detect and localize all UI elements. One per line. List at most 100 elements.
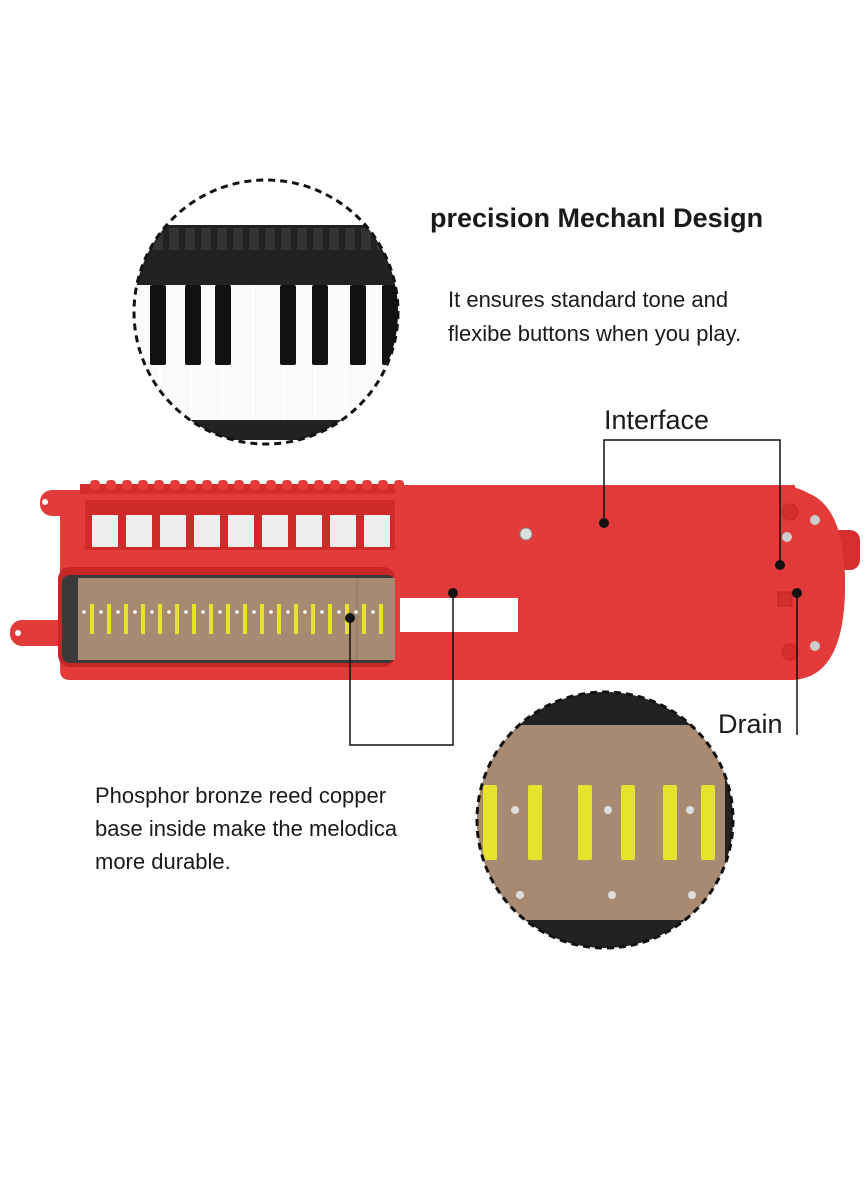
reed [260,604,264,634]
black-key [350,285,366,365]
reed [311,604,315,634]
key-top [297,228,307,250]
rivet [150,610,154,614]
reed [277,604,281,634]
description-line: It ensures standard tone and [448,287,729,312]
comb-tooth [138,480,148,490]
black-key [215,285,231,365]
key-top [313,228,323,250]
key-top [217,228,227,250]
black-key [150,285,166,365]
key-lever [330,515,356,547]
reed-large [663,785,677,860]
comb-tooth [106,480,116,490]
description-line: more durable. [95,849,231,874]
key-top [281,228,291,250]
comb-tooth [266,480,276,490]
black-key [280,285,296,365]
reed [294,604,298,634]
reed [209,604,213,634]
rivet [201,610,205,614]
reed-description: Phosphor bronze reed copper base inside … [95,779,397,878]
key-lever [194,515,220,547]
comb-tooth [234,480,244,490]
rivet [218,610,222,614]
black-key [312,285,328,365]
reed-circle-outline [475,690,735,950]
rivet [354,610,358,614]
keyboard-circle-outline [132,178,400,446]
reed-large [483,785,497,860]
reed [141,604,145,634]
keyboard-description: It ensures standard tone and flexibe but… [448,283,741,351]
rivet [82,610,86,614]
section-title: precision Mechanl Design [430,203,764,233]
comb-tooth [330,480,340,490]
reed-large [528,785,542,860]
comb-tooth [202,480,212,490]
reed-large [701,785,715,860]
key-top [249,228,259,250]
comb-tooth [298,480,308,490]
comb-tooth [218,480,228,490]
key-top [137,228,147,250]
rivet [608,891,616,899]
rivet [516,891,524,899]
comb-tooth [378,480,388,490]
rivet [337,610,341,614]
key-top [345,228,355,250]
white-key [161,285,190,425]
description-line: Phosphor bronze reed copper [95,783,387,808]
reed [175,604,179,634]
rivet [235,610,239,614]
reed [226,604,230,634]
key-lever [92,515,118,547]
key-top [153,228,163,250]
rivet [511,806,519,814]
key-top [329,228,339,250]
key-top [201,228,211,250]
comb-tooth [154,480,164,490]
reed [328,604,332,634]
key-top [185,228,195,250]
rivet [252,610,256,614]
description-line: flexibe buttons when you play. [448,321,742,346]
key-top [233,228,243,250]
key-lever [364,515,390,547]
reed [379,604,383,634]
comb-tooth [282,480,292,490]
key-lever [126,515,152,547]
rivet [688,891,696,899]
reed [362,604,366,634]
reed-closeup [477,692,733,948]
melodica-body [10,480,860,680]
reed-large [621,785,635,860]
rivet [167,610,171,614]
rivet [686,806,694,814]
rivet [604,806,612,814]
key-top [169,228,179,250]
key-top [265,228,275,250]
rivet [303,610,307,614]
reed [124,604,128,634]
reed [192,604,196,634]
key-lever [160,515,186,547]
reed [243,604,247,634]
comb-tooth [314,480,324,490]
comb-tooth [122,480,132,490]
interface-label: Interface [604,405,710,435]
rivet [371,610,375,614]
black-key [185,285,201,365]
reed [90,604,94,634]
reed-large [578,785,592,860]
white-key [254,285,283,425]
drain-label: Drain [718,709,783,739]
comb-tooth [186,480,196,490]
comb-tooth [346,480,356,490]
rivet [99,610,103,614]
rivet [269,610,273,614]
comb-tooth [170,480,180,490]
rivet [320,610,324,614]
key-lever [296,515,322,547]
